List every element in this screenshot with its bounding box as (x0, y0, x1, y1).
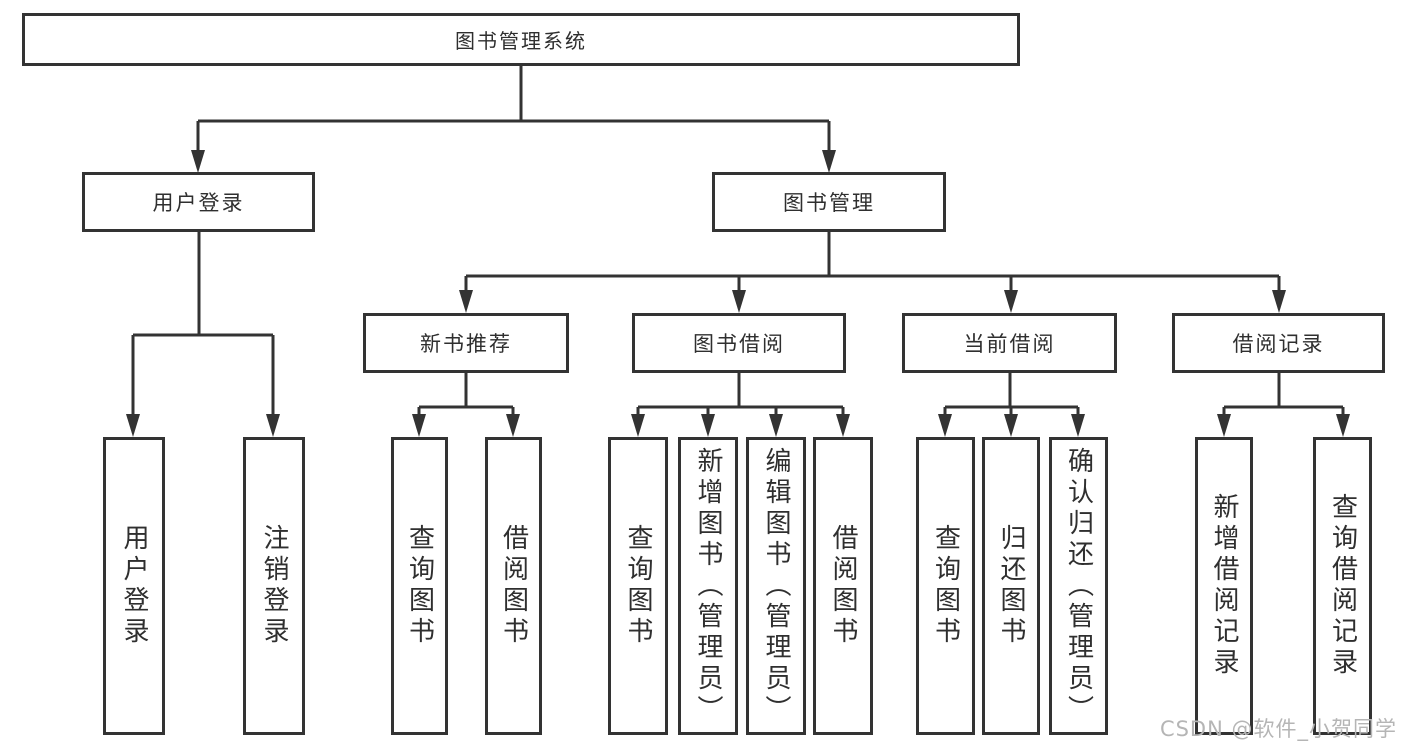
leaf-bb-edit-books-admin: 编辑图书（管理员） (746, 437, 806, 735)
csdn-watermark: CSDN @软件_小贺同学 (1159, 717, 1397, 741)
leaf-bb-add-books-admin-label: 新增图书（管理员） (693, 446, 723, 726)
leaf-br-add-record: 新增借阅记录 (1195, 437, 1253, 735)
node-current-borrow: 当前借阅 (902, 313, 1117, 373)
node-book-borrow: 图书借阅 (632, 313, 846, 373)
node-user-login: 用户登录 (82, 172, 315, 232)
leaf-logout: 注销登录 (243, 437, 305, 735)
leaf-cb-return-books-label: 归还图书 (996, 524, 1026, 648)
leaf-cb-return-books: 归还图书 (982, 437, 1040, 735)
leaf-cb-query-books: 查询图书 (916, 437, 975, 735)
leaf-nb-query-books: 查询图书 (391, 437, 448, 735)
node-new-book-recommend: 新书推荐 (363, 313, 569, 373)
leaf-bb-query-books: 查询图书 (608, 437, 668, 735)
leaf-bb-borrow-books-label: 借阅图书 (828, 524, 858, 648)
leaf-br-query-record: 查询借阅记录 (1313, 437, 1372, 735)
leaf-logout-label: 注销登录 (259, 524, 289, 648)
leaf-br-query-record-label: 查询借阅记录 (1327, 493, 1358, 679)
node-borrow-records: 借阅记录 (1172, 313, 1385, 373)
leaf-bb-query-books-label: 查询图书 (623, 524, 653, 648)
leaf-user-login: 用户登录 (103, 437, 165, 735)
leaf-bb-edit-books-admin-label: 编辑图书（管理员） (761, 446, 791, 726)
leaf-nb-borrow-books: 借阅图书 (485, 437, 542, 735)
leaf-cb-confirm-return-admin-label: 确认归还（管理员） (1063, 446, 1094, 726)
node-book-management: 图书管理 (712, 172, 946, 232)
leaf-cb-confirm-return-admin: 确认归还（管理员） (1049, 437, 1108, 735)
leaf-cb-query-books-label: 查询图书 (930, 524, 961, 648)
leaf-bb-borrow-books: 借阅图书 (813, 437, 873, 735)
leaf-br-add-record-label: 新增借阅记录 (1209, 493, 1239, 679)
leaf-nb-borrow-books-label: 借阅图书 (498, 524, 529, 648)
leaf-user-login-label: 用户登录 (119, 524, 149, 648)
leaf-bb-add-books-admin: 新增图书（管理员） (678, 437, 738, 735)
node-library-system: 图书管理系统 (22, 13, 1020, 66)
leaf-nb-query-books-label: 查询图书 (404, 524, 435, 648)
